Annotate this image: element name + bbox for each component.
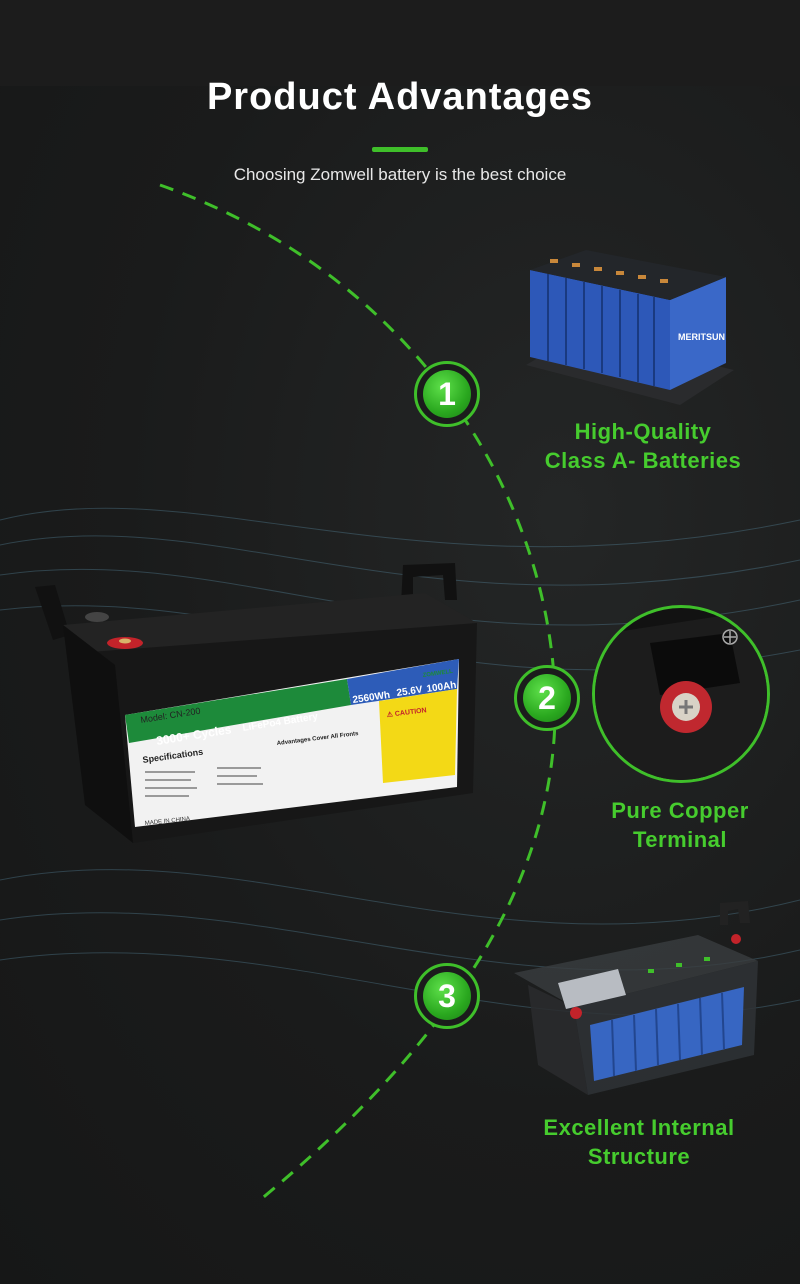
feature-1-line1: High-Quality: [574, 419, 712, 444]
internal-structure-image: [514, 901, 758, 1095]
page-title: Product Advantages: [206, 76, 594, 118]
copper-terminal-image: [592, 605, 770, 783]
main-battery-image: Model: CN-200 3000+ Cycles LiFePo4 Batte…: [35, 563, 477, 843]
battery-energy: 2560Wh: [352, 690, 391, 706]
feature-2-badge: 2: [514, 665, 580, 731]
feature-1-badge: 1: [414, 361, 480, 427]
feature-2-line2: Terminal: [632, 827, 728, 852]
header-band: [0, 0, 800, 86]
feature-3-number: 3: [423, 972, 471, 1020]
cell-pack-image: MERITSUN: [526, 250, 734, 405]
title-underline: [372, 147, 428, 152]
battery-made-in: MADE IN CHINA: [145, 816, 191, 827]
feature-2-number: 2: [523, 674, 571, 722]
wave-line: [0, 869, 800, 925]
feature-3-line2: Structure: [587, 1144, 691, 1169]
feature-2-line1: Pure Copper: [611, 798, 749, 823]
battery-voltage: 25.6V: [396, 684, 424, 699]
feature-2-label: Pure Copper Terminal: [585, 796, 775, 854]
feature-1-label: High-Quality Class A- Batteries: [520, 417, 766, 475]
battery-brand: ZOMWELL: [422, 669, 453, 679]
feature-3-label: Excellent Internal Structure: [528, 1113, 750, 1171]
battery-capacity: 100Ah: [426, 680, 457, 695]
wave-line: [0, 535, 800, 586]
feature-1-line2: Class A- Batteries: [544, 448, 742, 473]
wave-line: [0, 507, 800, 548]
feature-3-badge: 3: [414, 963, 480, 1029]
feature-1-number: 1: [423, 370, 471, 418]
page-subtitle: Choosing Zomwell battery is the best cho…: [233, 165, 567, 184]
feature-3-line1: Excellent Internal: [543, 1115, 735, 1140]
cell-pack-brand: MERITSUN: [678, 332, 725, 342]
